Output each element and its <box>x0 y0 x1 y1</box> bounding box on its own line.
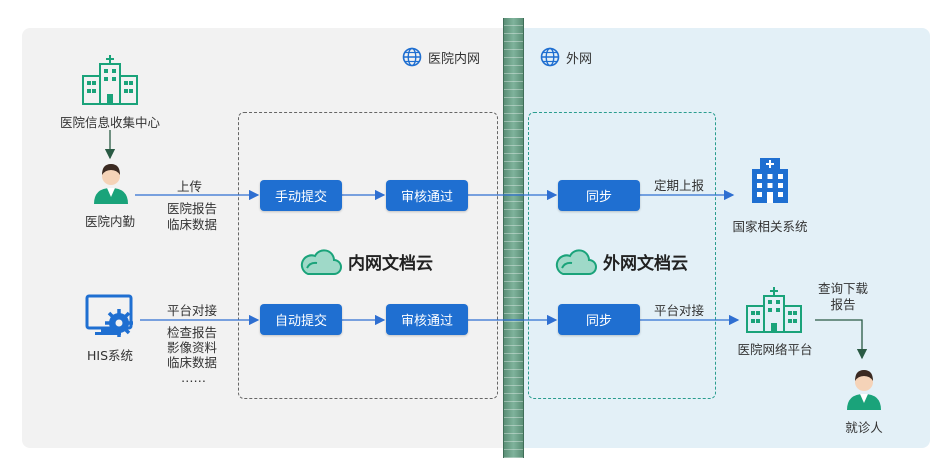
upload-label: 上传 <box>177 179 203 194</box>
external-zone-label: 外网 <box>540 47 592 67</box>
query-download-line: 查询下载 <box>817 281 868 296</box>
firewall <box>503 18 524 458</box>
cloud-icon <box>555 249 597 275</box>
national-system-label: 国家相关系统 <box>732 219 808 234</box>
upload-item: 临床数据 <box>167 217 218 232</box>
external-doc-cloud: 外网文档云 <box>553 246 688 276</box>
external-zone-text: 外网 <box>566 51 593 67</box>
intranet-doc-cloud-title: 内网文档云 <box>348 253 433 274</box>
external-cloud-box <box>528 112 716 399</box>
intranet-zone <box>22 28 512 448</box>
query-download-line: 报告 <box>830 297 856 312</box>
external-doc-cloud-title: 外网文档云 <box>603 253 688 274</box>
query-download-label: 查询下载 报告 <box>808 281 878 313</box>
regular-report-label: 定期上报 <box>654 178 705 193</box>
info-center-label: 医院信息收集中心 <box>59 115 160 130</box>
staff-person-icon <box>94 164 128 204</box>
his-system-gear-icon <box>85 294 133 337</box>
sync-button-2[interactable]: 同步 <box>558 304 640 335</box>
platform-item-ellipsis: …… <box>181 370 206 385</box>
patient-person-icon <box>847 370 881 410</box>
review-pass-button-2[interactable]: 审核通过 <box>386 304 468 335</box>
platform-items: 检查报告 影像资料 临床数据 …… <box>167 325 217 385</box>
platform-item: 临床数据 <box>167 355 218 370</box>
review-pass-button-1[interactable]: 审核通过 <box>386 180 468 211</box>
hospital-building-icon <box>82 55 138 105</box>
intranet-cloud-box <box>238 112 498 399</box>
intranet-zone-label: 医院内网 <box>402 47 480 67</box>
globe-icon <box>402 47 422 67</box>
manual-submit-button[interactable]: 手动提交 <box>260 180 342 211</box>
patient-label: 就诊人 <box>845 420 883 435</box>
intranet-zone-text: 医院内网 <box>428 51 481 67</box>
cloud-icon <box>300 249 342 275</box>
sync-button-1[interactable]: 同步 <box>558 180 640 211</box>
hospital-building-icon <box>746 287 802 333</box>
platform-item: 影像资料 <box>167 340 218 355</box>
platform-item: 检查报告 <box>167 325 218 340</box>
upload-item: 医院报告 <box>167 201 218 216</box>
intranet-doc-cloud: 内网文档云 <box>298 246 433 276</box>
globe-icon <box>540 47 560 67</box>
upload-items: 医院报告 临床数据 <box>167 201 217 233</box>
his-system-label: HIS系统 <box>86 348 134 363</box>
platform-dock-left-label: 平台对接 <box>167 303 218 318</box>
staff-label: 医院内勤 <box>84 214 135 229</box>
national-building-icon <box>752 158 788 203</box>
auto-submit-button[interactable]: 自动提交 <box>260 304 342 335</box>
platform-dock-right-label: 平台对接 <box>654 303 705 318</box>
hospital-platform-label: 医院网络平台 <box>737 342 813 357</box>
